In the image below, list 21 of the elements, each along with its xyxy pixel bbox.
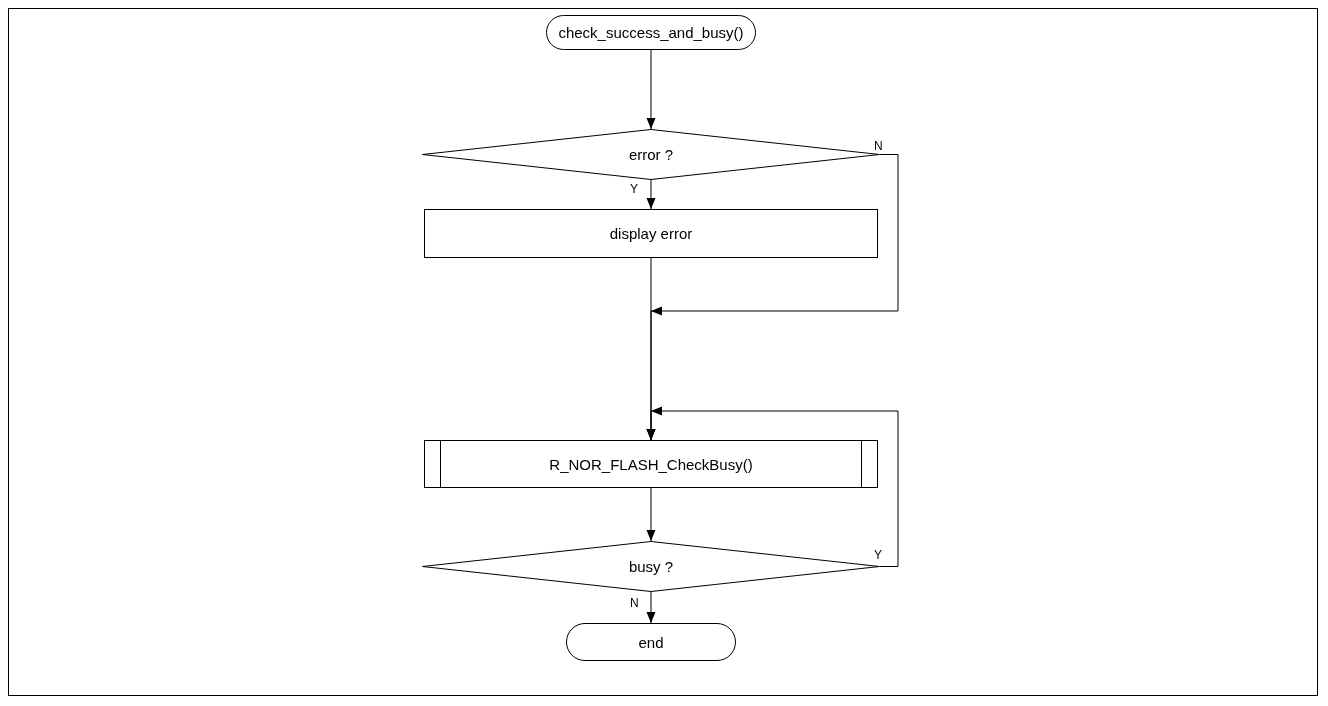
node-label: display error — [609, 225, 693, 242]
arrow — [646, 487, 656, 542]
arrow — [646, 179, 656, 210]
edge-label: Y — [873, 549, 883, 561]
node-label: error ? — [628, 146, 674, 163]
predefined-process-box — [424, 440, 878, 488]
edge-label: N — [629, 597, 640, 609]
terminator-shape — [566, 623, 736, 661]
edge-label: N — [873, 140, 884, 152]
node-label: R_NOR_FLASH_CheckBusy() — [549, 455, 753, 473]
node-label: check_success_and_busy() — [558, 24, 744, 41]
edge-label: Y — [629, 183, 639, 195]
decision-diamond — [422, 129, 880, 180]
arrow — [646, 591, 656, 624]
arrow — [646, 49, 656, 130]
process-box — [424, 209, 878, 258]
arrow — [646, 406, 899, 567]
decision-diamond — [422, 541, 880, 592]
node-label: end — [638, 633, 664, 651]
node-label: busy ? — [628, 558, 674, 575]
terminator-shape — [546, 15, 756, 50]
